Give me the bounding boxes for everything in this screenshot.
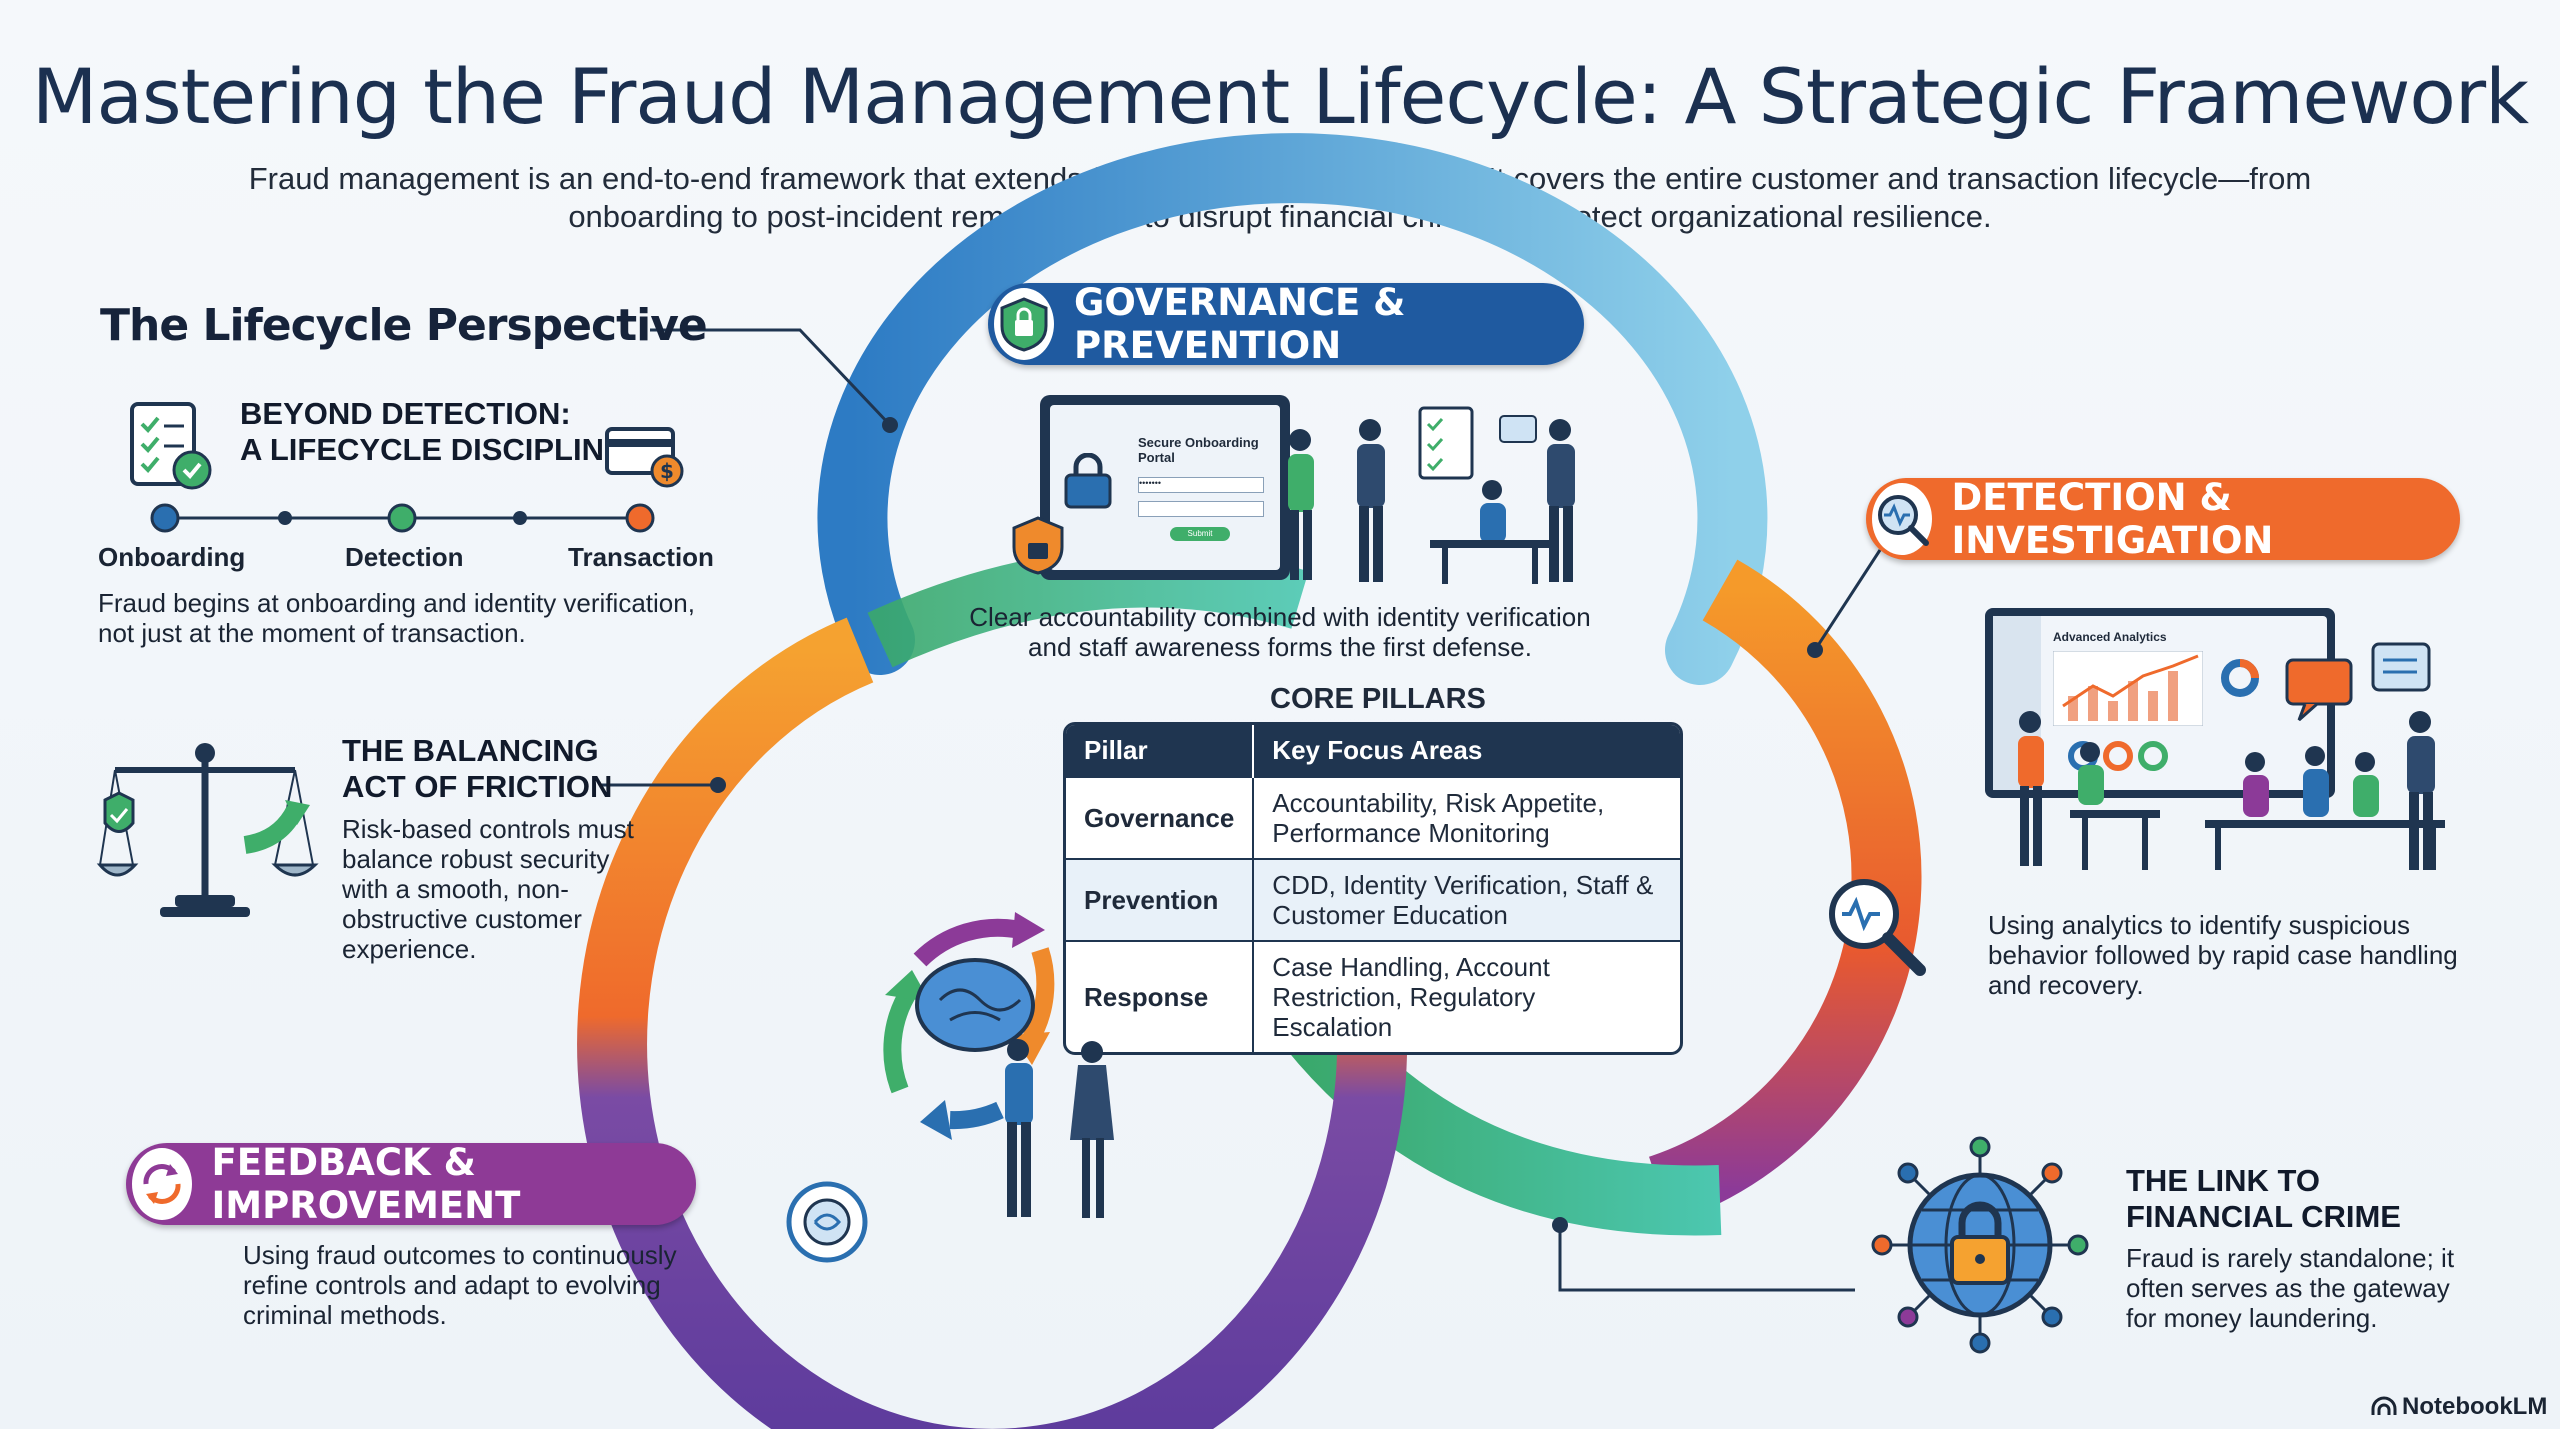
- portal-title: Secure Onboarding Portal: [1138, 435, 1259, 465]
- core-pillars-table-container: Pillar Key Focus Areas Governance Accoun…: [1063, 722, 1683, 1055]
- feedback-cycle-illustration: [883, 912, 1114, 1218]
- credit-card-icon: $: [605, 427, 684, 488]
- governance-team-illustration: [1288, 406, 1575, 584]
- donut-chart-icon: [2221, 659, 2259, 697]
- brand-logo: NotebookLM: [2370, 1393, 2547, 1421]
- timeline-label-transaction: Transaction: [568, 542, 714, 572]
- table-row: Response Case Handling, Account Restrict…: [1066, 940, 1680, 1052]
- friction-heading: THE BALANCING ACT OF FRICTION: [342, 733, 613, 804]
- friction-text: Risk-based controls must balance robust …: [342, 814, 634, 964]
- table-row: Governance Accountability, Risk Appetite…: [1066, 776, 1680, 859]
- magnifier-icon: [1829, 879, 1926, 976]
- feedback-improvement-label: FEEDBACK & IMPROVEMENT: [211, 1141, 521, 1227]
- brain-icon: [915, 958, 1035, 1052]
- focus-cell: Case Handling, Account Restriction, Regu…: [1253, 940, 1680, 1052]
- pillar-cell: Prevention: [1066, 858, 1255, 941]
- governance-ring-arc: [817, 133, 1768, 685]
- col-pillar-header: Pillar: [1066, 725, 1255, 777]
- governance-prevention-label: GOVERNANCE & PREVENTION: [1074, 281, 1406, 367]
- brain-cycle-badge-icon: [786, 1181, 868, 1263]
- financial-crime-text: Fraud is rarely standalone; it often ser…: [2126, 1243, 2455, 1333]
- globe-padlock-icon: [1871, 1136, 2089, 1354]
- timeline-dot-detection: [387, 503, 417, 533]
- checklist-document-icon: [130, 402, 212, 490]
- detection-investigation-label: DETECTION & INVESTIGATION: [1951, 476, 2274, 562]
- chat-bubbles-icon: [2285, 642, 2431, 722]
- shield-lock-icon: [994, 288, 1055, 360]
- notebooklm-logo-icon: [2371, 1396, 2397, 1415]
- detection-investigation-stage[interactable]: DETECTION & INVESTIGATION: [1866, 476, 2460, 562]
- dashboard-title: Advanced Analytics: [2053, 630, 2167, 644]
- pillar-cell: Response: [1066, 940, 1255, 1052]
- svg-text:$: $: [660, 459, 674, 483]
- beyond-detection-heading: BEYOND DETECTION: A LIFECYCLE DISCIPLINE: [240, 396, 625, 467]
- brand-name: NotebookLM: [2402, 1393, 2548, 1420]
- feedback-caption: Using fraud outcomes to continuously ref…: [243, 1240, 677, 1330]
- timeline-dot-transaction: [625, 503, 655, 533]
- focus-cell: CDD, Identity Verification, Staff & Cust…: [1253, 858, 1680, 941]
- core-pillars-table: Pillar Key Focus Areas Governance Accoun…: [1066, 725, 1680, 1052]
- financial-crime-heading: THE LINK TO FINANCIAL CRIME: [2126, 1163, 2401, 1234]
- lifecycle-perspective-heading: The Lifecycle Perspective: [100, 300, 708, 351]
- feedback-ring-arc: [577, 617, 1408, 1429]
- table-row: Prevention CDD, Identity Verification, S…: [1066, 858, 1680, 941]
- refresh-cycle-icon: [132, 1148, 192, 1220]
- core-pillars-heading: CORE PILLARS: [1270, 683, 1486, 715]
- portal-username-field[interactable]: [1138, 501, 1264, 517]
- col-focus-header: Key Focus Areas: [1253, 725, 1680, 777]
- feedback-improvement-stage[interactable]: FEEDBACK & IMPROVEMENT: [126, 1141, 696, 1227]
- shield-lock-small-icon: [1012, 516, 1064, 575]
- timeline-label-onboarding: Onboarding: [98, 542, 246, 572]
- investigation-team-illustration: [2018, 711, 2445, 870]
- beyond-detection-text: Fraud begins at onboarding and identity …: [98, 588, 695, 648]
- lifecycle-timeline: [150, 503, 655, 533]
- portal-password-field[interactable]: •••••••: [1138, 477, 1264, 493]
- governance-caption: Clear accountability combined with ident…: [969, 602, 1591, 662]
- timeline-dot-onboarding: [150, 503, 180, 533]
- onboarding-laptop: Secure Onboarding Portal ••••••• Submit: [1040, 395, 1290, 580]
- balance-scale-icon: [96, 743, 319, 917]
- pillar-cell: Governance: [1066, 776, 1255, 859]
- padlock-icon: [1064, 453, 1112, 509]
- magnifier-pulse-icon: [1872, 483, 1932, 555]
- governance-prevention-stage[interactable]: GOVERNANCE & PREVENTION: [988, 281, 1584, 367]
- page-title: Mastering the Fraud Management Lifecycle…: [31, 52, 2529, 141]
- analytics-line-chart-icon: [2053, 651, 2203, 726]
- timeline-label-detection: Detection: [345, 542, 464, 572]
- detection-caption: Using analytics to identify suspicious b…: [1988, 910, 2458, 1000]
- focus-cell: Accountability, Risk Appetite, Performan…: [1253, 776, 1680, 859]
- portal-submit-button[interactable]: Submit: [1170, 527, 1230, 541]
